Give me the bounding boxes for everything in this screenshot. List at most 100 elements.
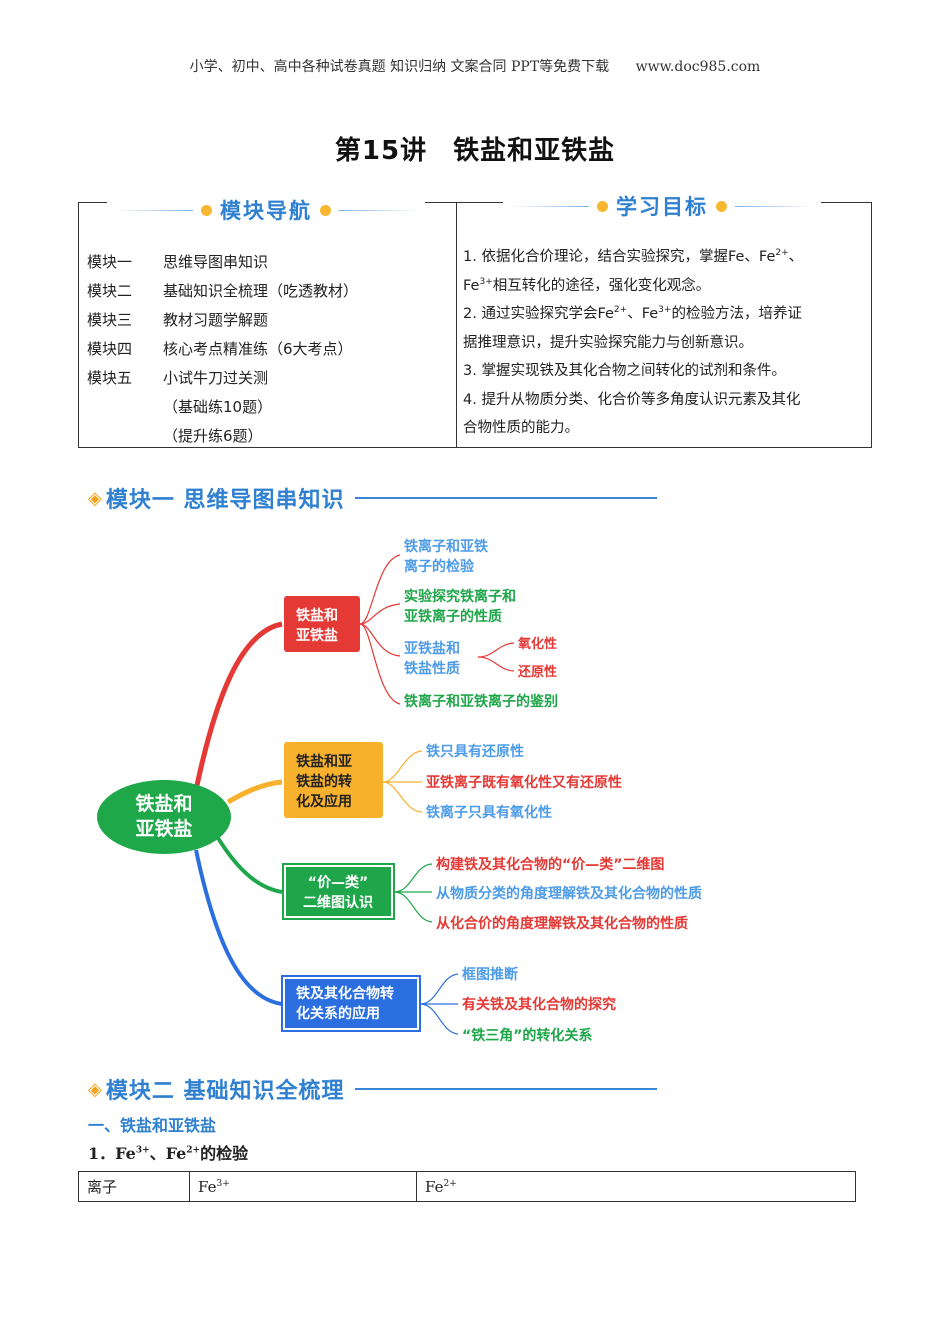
module-key: 模块五 xyxy=(87,369,133,387)
module-item[interactable]: 模块三 教材习题学解题 xyxy=(87,306,358,335)
dot-icon xyxy=(716,200,727,212)
goal-line: 4. 提升从物质分类、化合价等多角度认识元素及其化 xyxy=(463,391,801,408)
section1-heading-text: 模块一 思维导图串知识 xyxy=(105,488,345,513)
module-label: 基础知识全梳理（吃透教材） xyxy=(163,282,359,300)
module-label: 教材习题学解题 xyxy=(163,311,269,329)
branch-node-3-fill xyxy=(286,867,391,916)
module-sub: （基础练10题） xyxy=(163,398,273,416)
mindmap-leaf: 构建铁及其化合物的“价—类”二维图 xyxy=(436,856,664,873)
module-key: 模块二 xyxy=(87,282,133,300)
branch-node-1 xyxy=(284,596,360,652)
section2-heading: ◈ 模块二 基础知识全梳理 xyxy=(88,1073,657,1105)
banner-url[interactable]: www.doc985.com xyxy=(635,59,761,75)
branch-node-text: 化及应用 xyxy=(296,793,352,810)
mindmap-leaf: 有关铁及其化合物的探究 xyxy=(462,996,616,1013)
table-cell: Fe2+ xyxy=(416,1171,856,1202)
mindmap-leaf: 框图推断 xyxy=(462,966,518,983)
branch-node-text: 亚铁盐 xyxy=(296,627,338,644)
mindmap-leaf: 氧化性 xyxy=(517,636,557,652)
module-label: 小试牛刀过关测 xyxy=(163,369,269,387)
module-key: 模块四 xyxy=(87,340,133,358)
dot-icon xyxy=(597,200,608,212)
leaf-connector xyxy=(477,656,515,672)
mindmap-leaf: 亚铁盐和 xyxy=(404,640,460,657)
module-sub: （提升练6题） xyxy=(163,427,263,445)
leaf-connector xyxy=(359,623,401,657)
outline-box: 模块导航 模块一思维导图串知识 模块二 基础知识全梳理（吃透教材） 模块三 教材习题… xyxy=(78,191,872,451)
decor-line xyxy=(735,205,815,207)
mindmap-leaf: 铁离子和亚铁 xyxy=(404,538,488,555)
root-text: 铁盐和 xyxy=(135,792,192,815)
leaf-connector xyxy=(359,623,401,705)
section1-heading: ◈ 模块一 思维导图串知识 xyxy=(88,482,657,514)
nav-heading-text: 模块导航 xyxy=(220,199,312,223)
mindmap-leaf: “铁三角”的转化关系 xyxy=(462,1027,592,1044)
goal-line: 据推理意识，提升实验探究能力与创新意识。 xyxy=(463,334,753,351)
decor-line xyxy=(113,209,193,211)
module-key: 模块三 xyxy=(87,311,133,329)
module-label: 思维导图串知识 xyxy=(163,253,269,271)
mindmap-root xyxy=(97,780,231,854)
table-row: 离子 Fe3+ Fe2+ xyxy=(78,1171,856,1202)
branch-node-text: 二维图认识 xyxy=(303,894,373,911)
mindmap-leaf: 从物质分类的角度理解铁及其化合物的性质 xyxy=(436,885,702,902)
mindmap-leaf: 还原性 xyxy=(517,664,557,680)
header-banner: 小学、初中、高中各种试卷真题 知识归纳 文案合同 PPT等免费下载 www.do… xyxy=(0,56,950,76)
branch-node-text: “价—类” xyxy=(308,874,368,891)
branch-node-text: 铁盐和 xyxy=(296,607,338,624)
heading-rule xyxy=(354,1088,657,1090)
decor-line xyxy=(339,209,419,211)
goal-line: 1. 依据化合价理论，结合实验探究，掌握Fe、Fe2+、 xyxy=(463,248,804,265)
table-cell: Fe3+ xyxy=(189,1171,417,1202)
chevron-diamond-icon: ◈ xyxy=(88,487,102,509)
title-topic: 铁盐和亚铁盐 xyxy=(453,136,616,166)
ion-table: 离子 Fe3+ Fe2+ xyxy=(78,1171,856,1202)
branch-node-text: 铁盐的转 xyxy=(296,773,352,790)
mindmap-leaf: 铁盐性质 xyxy=(404,660,460,677)
goals-heading-text: 学习目标 xyxy=(616,195,708,219)
branch-line-2 xyxy=(226,779,283,805)
leaf-connector xyxy=(359,554,401,625)
module-item[interactable]: 模块五 小试牛刀过关测 xyxy=(87,364,358,393)
page-title: 第15讲铁盐和亚铁盐 xyxy=(0,130,950,167)
module-list: 模块一思维导图串知识 模块二 基础知识全梳理（吃透教材） 模块三 教材习题学解题 模… xyxy=(87,248,358,451)
mindmap-leaf: 亚铁离子既有氧化性又有还原性 xyxy=(426,774,622,791)
module-item[interactable]: 模块二 基础知识全梳理（吃透教材） xyxy=(87,277,358,306)
dot-icon xyxy=(320,204,331,216)
leaf-connector xyxy=(359,603,401,625)
branch-line-3 xyxy=(216,836,283,894)
nav-heading: 模块导航 xyxy=(107,195,425,225)
leaf-connector xyxy=(477,642,515,658)
mindmap-leaf: 铁离子和亚铁离子的鉴别 xyxy=(404,693,558,710)
goal-line: Fe3+相互转化的途径，强化变化观念。 xyxy=(463,276,711,294)
leaf-connector xyxy=(419,1003,459,1035)
title-lecture: 第15讲 xyxy=(334,136,428,166)
branch-node-text: 铁盐和亚 xyxy=(296,753,352,770)
outline-divider xyxy=(456,203,457,447)
branch-node-2 xyxy=(284,742,383,818)
subsubsection-title: 1．Fe3+、Fe2+的检验 xyxy=(88,1144,249,1163)
table-cell: 离子 xyxy=(78,1171,190,1202)
module-item[interactable]: 模块一思维导图串知识 xyxy=(87,248,358,277)
banner-text: 小学、初中、高中各种试卷真题 知识归纳 文案合同 PPT等免费下载 xyxy=(189,59,610,75)
branch-node-text: 铁及其化合物转 xyxy=(296,985,394,1002)
root-text: 亚铁盐 xyxy=(135,817,192,840)
decor-line xyxy=(509,205,589,207)
section2-heading-text: 模块二 基础知识全梳理 xyxy=(105,1079,345,1104)
goals-heading: 学习目标 xyxy=(503,191,821,221)
module-item[interactable]: 模块四 核心考点精准练（6大考点） xyxy=(87,335,358,364)
subsection-title: 一、铁盐和亚铁盐 xyxy=(88,1116,217,1135)
leaf-connector xyxy=(393,891,433,923)
goal-line: 3. 掌握实现铁及其化合物之间转化的试剂和条件。 xyxy=(463,363,786,379)
goal-line: 合物性质的能力。 xyxy=(463,420,579,436)
chevron-diamond-icon: ◈ xyxy=(88,1078,102,1100)
leaf-connector xyxy=(393,863,433,893)
leaf-connector xyxy=(382,781,423,813)
mindmap-leaf: 铁只具有还原性 xyxy=(426,743,524,760)
leaf-connector xyxy=(382,750,423,783)
mindmap-leaf: 亚铁离子的性质 xyxy=(404,608,502,625)
mindmap-leaf: 实验探究铁离子和 xyxy=(404,588,516,605)
mindmap-leaf: 铁离子只具有氧化性 xyxy=(426,804,552,821)
module-label: 核心考点精准练（6大考点） xyxy=(163,340,353,358)
branch-line-1 xyxy=(193,621,283,791)
